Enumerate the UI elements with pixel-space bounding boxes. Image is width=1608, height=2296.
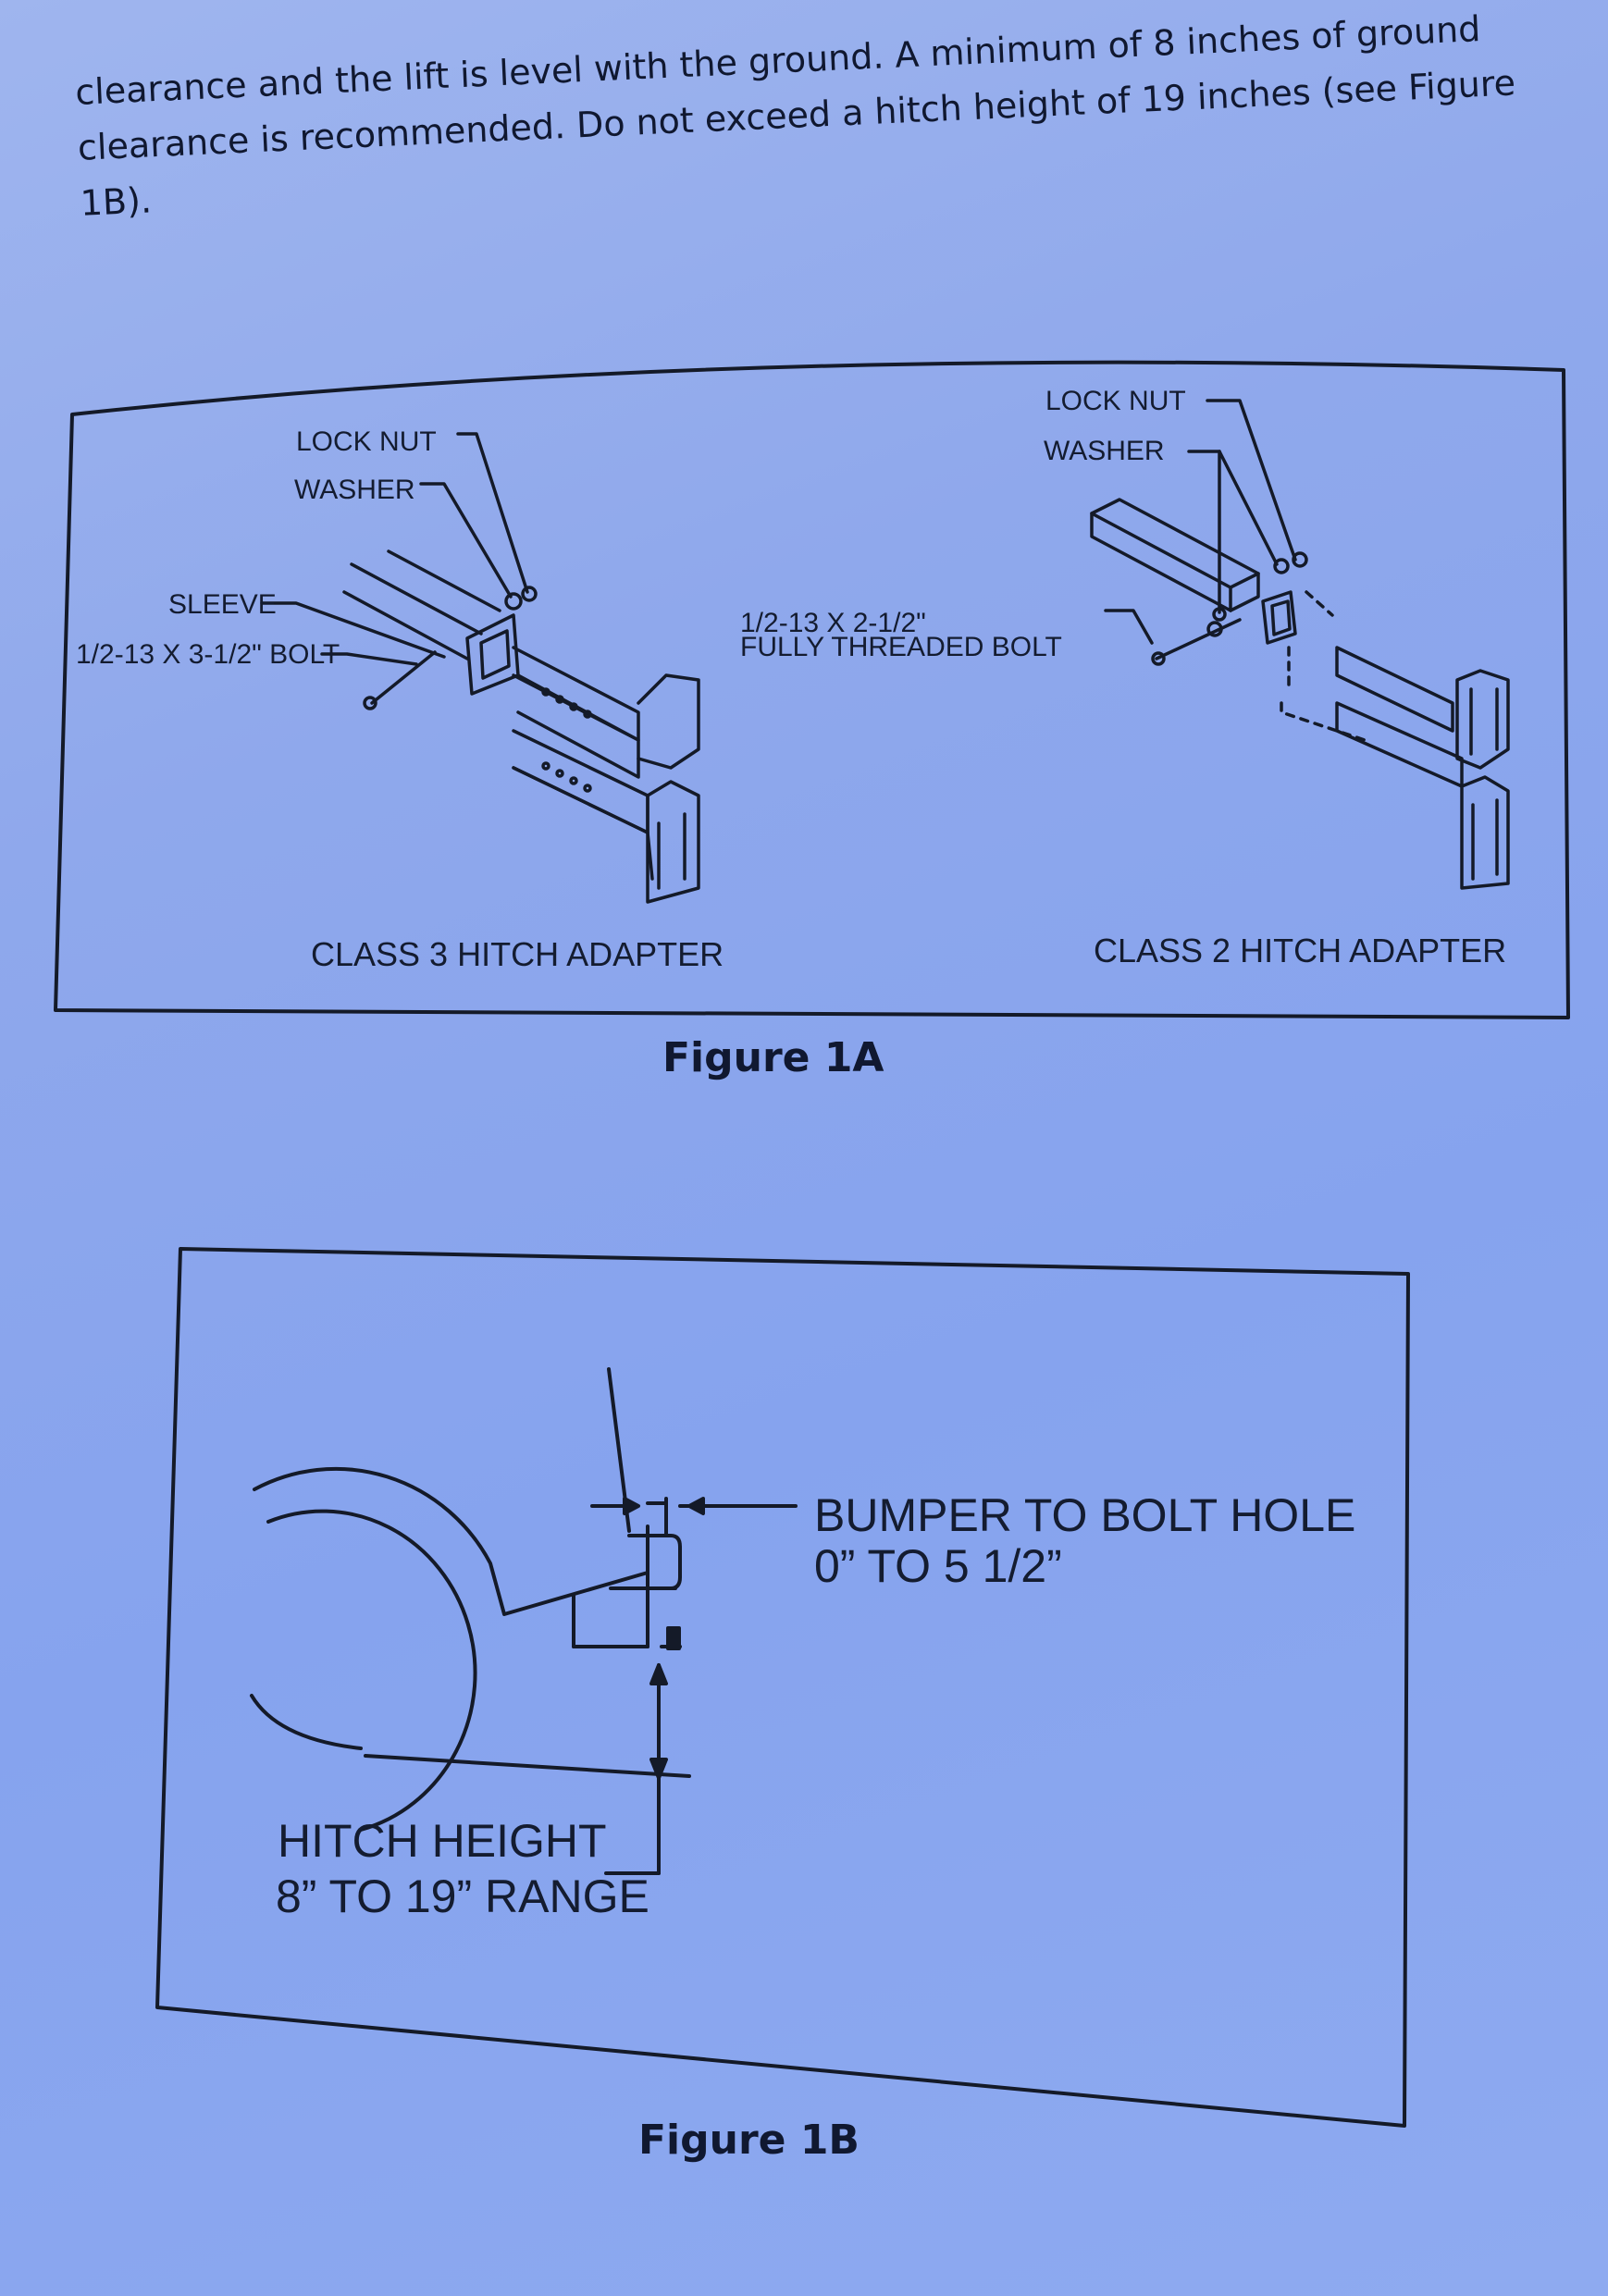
class3-bolt-label: 1/2-13 X 3-1/2" BOLT [76, 639, 340, 670]
figure-1b-caption: Figure 1B [638, 2117, 860, 2164]
class2-caption: CLASS 2 HITCH ADAPTER [1094, 932, 1507, 969]
figure-1b-frame [155, 1247, 1410, 2128]
bumper-to-bolt-label: BUMPER TO BOLT HOLE [814, 1489, 1356, 1541]
class2-bolt-label-line2: FULLY THREADED BOLT [740, 632, 1062, 662]
class2-hitch-drawing [1090, 399, 1510, 890]
class2-washer-label: WASHER [1044, 436, 1165, 466]
class3-caption: CLASS 3 HITCH ADAPTER [311, 935, 724, 973]
hitch-height-range: 8” TO 19” RANGE [276, 1870, 649, 1922]
figure-1a-frame [54, 360, 1570, 1019]
hitch-height-drawing [250, 1367, 798, 1875]
class2-lock-nut-label: LOCK NUT [1045, 386, 1186, 416]
figure-1a-caption: Figure 1A [662, 1034, 884, 1081]
hitch-height-label: HITCH HEIGHT [278, 1815, 607, 1867]
class3-sleeve-label: SLEEVE [168, 589, 277, 620]
class3-lock-nut-label: LOCK NUT [296, 426, 437, 457]
bumper-to-bolt-range: 0” TO 5 1/2” [814, 1540, 1062, 1592]
class3-hitch-drawing [260, 432, 700, 904]
class3-washer-label: WASHER [294, 475, 415, 505]
class2-bolt-label-line1: 1/2-13 X 2-1/2" [740, 608, 926, 638]
